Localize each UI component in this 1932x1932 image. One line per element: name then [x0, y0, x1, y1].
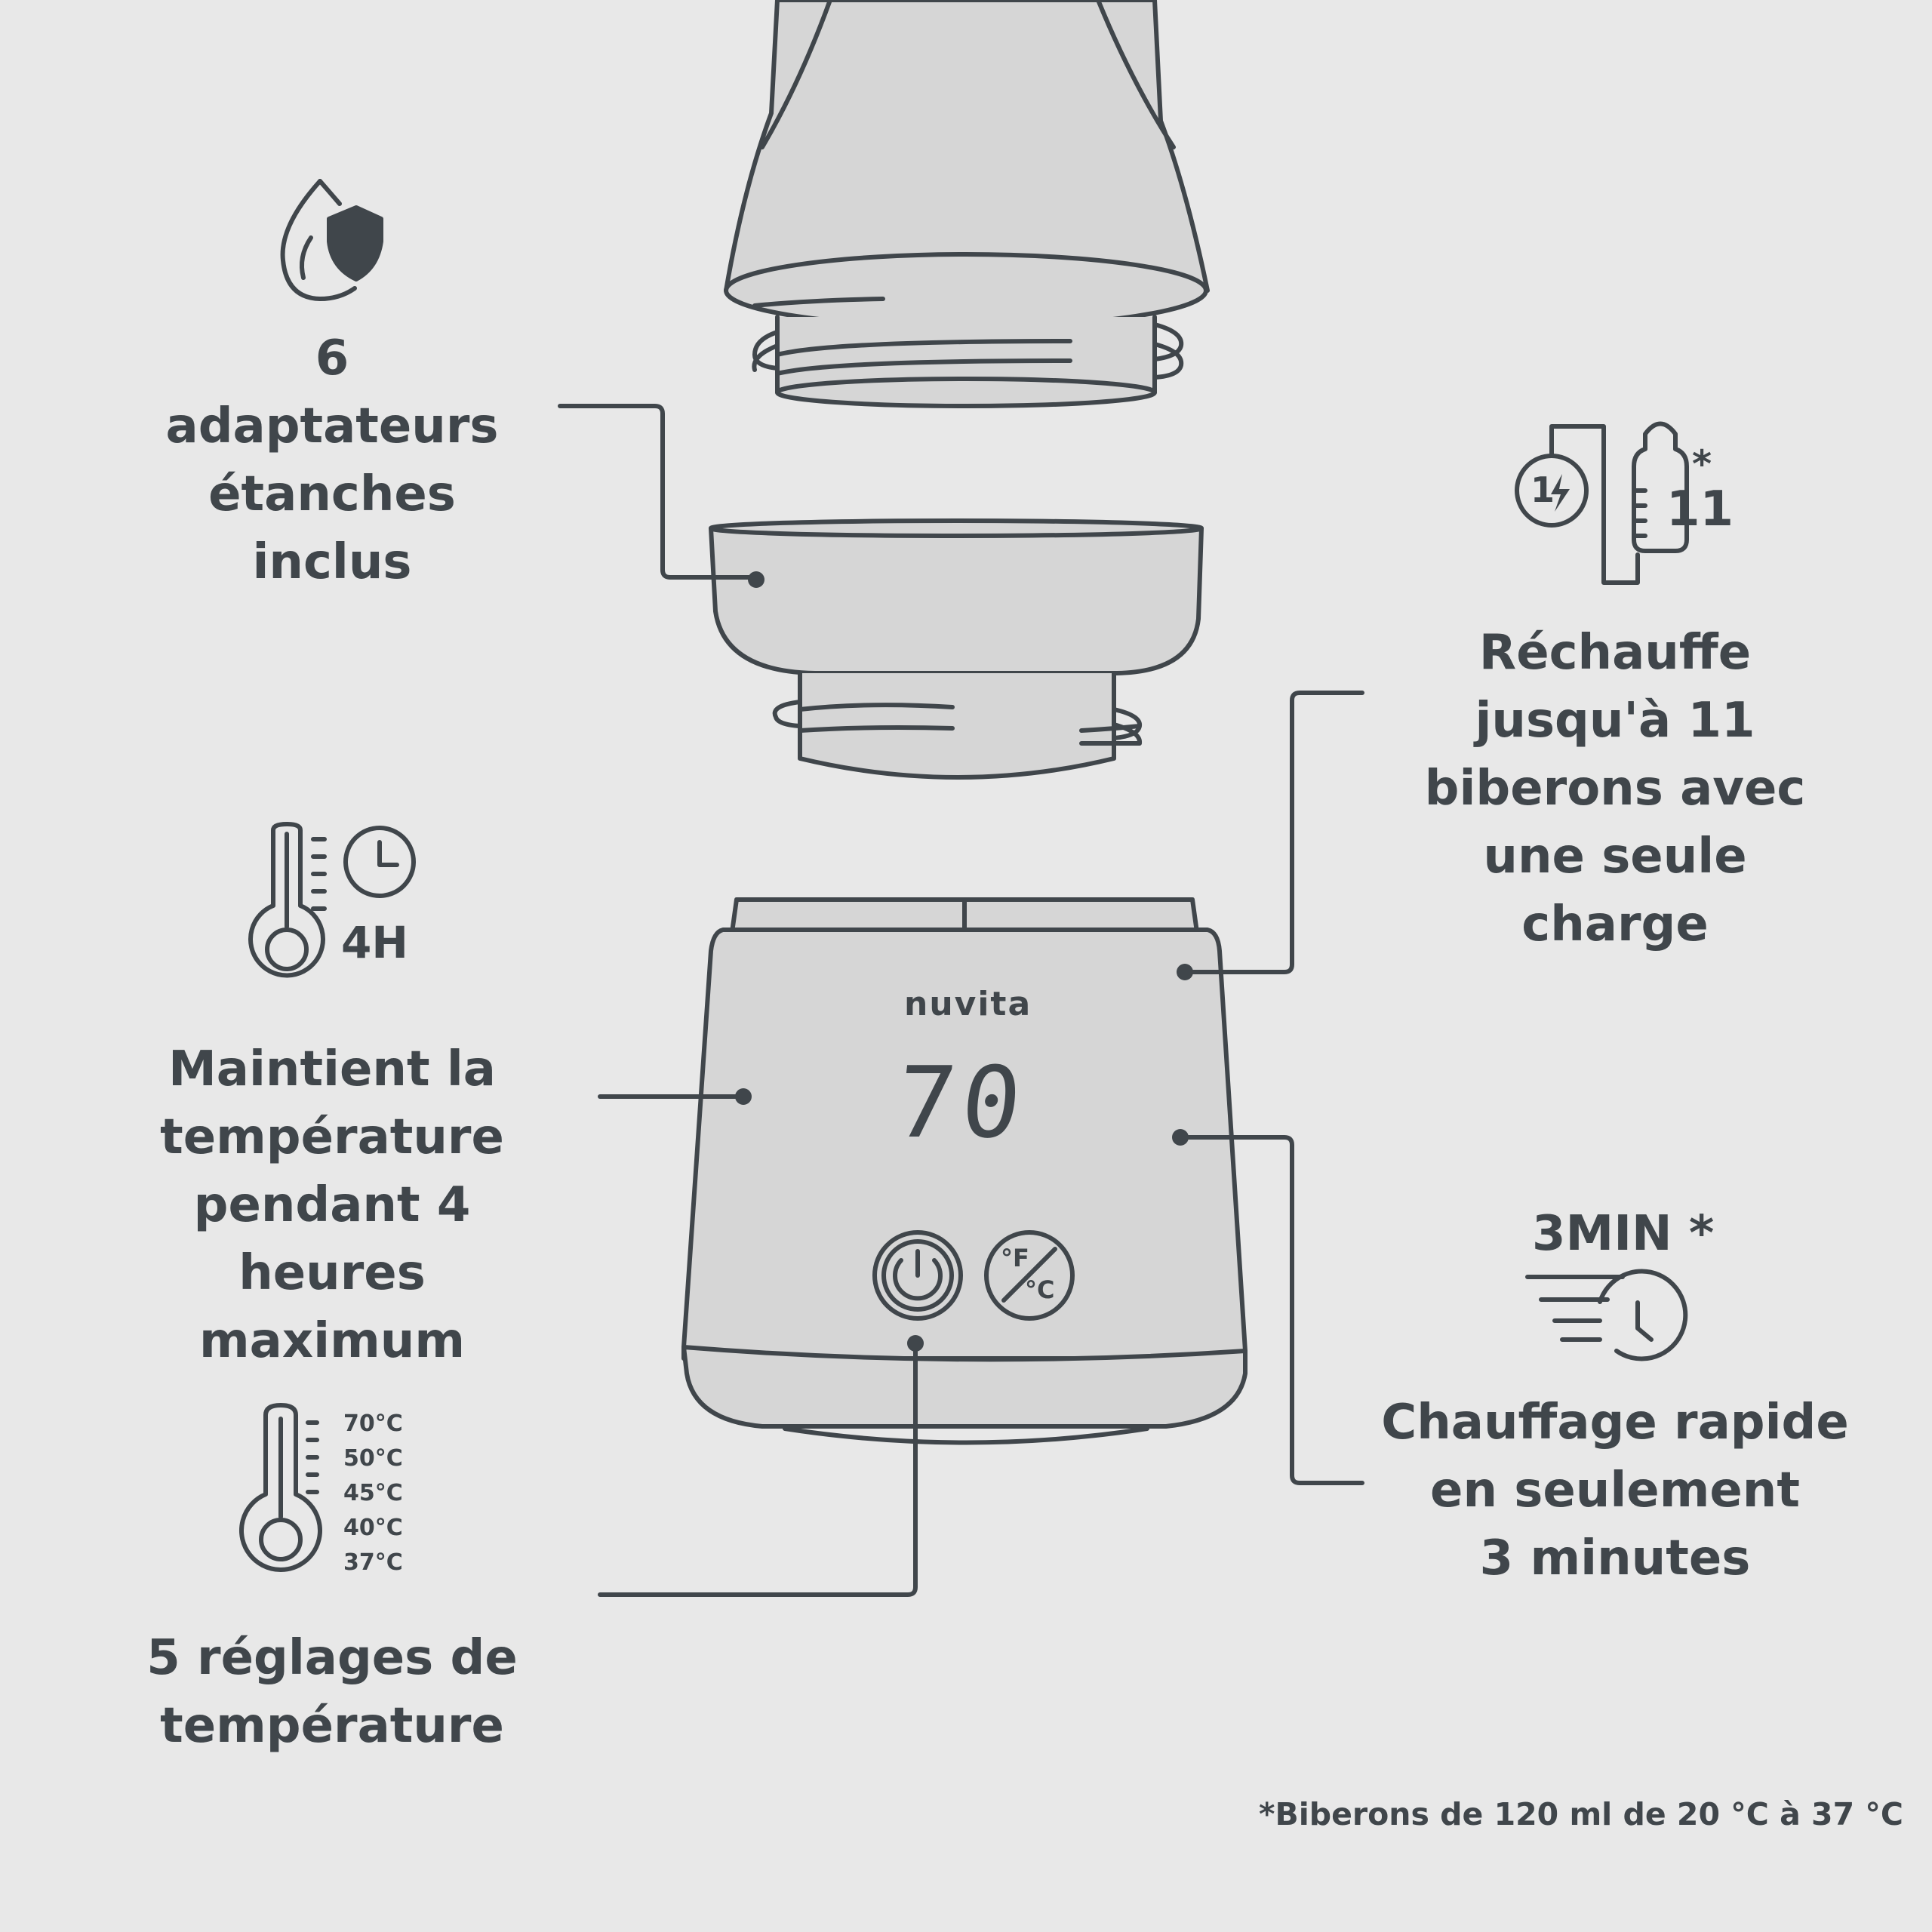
- thermometer-scale-icon: [239, 1403, 322, 1572]
- water-drop-shield-icon: [280, 179, 383, 301]
- feature-line: 3 minutes: [1479, 1531, 1751, 1586]
- bolt-icon: [1551, 474, 1570, 512]
- scale-value: 45°C: [343, 1480, 403, 1506]
- feature-line: maximum: [198, 1313, 466, 1369]
- feature-line: température: [160, 1109, 504, 1165]
- feature-line: pendant 4: [193, 1177, 471, 1233]
- power-button[interactable]: [875, 1232, 961, 1318]
- temperature-display: 70: [891, 1045, 1033, 1160]
- bottle-count-label: 11: [1666, 481, 1734, 537]
- leader-fastheat: [1178, 1135, 1364, 1485]
- unit-button-c[interactable]: °C: [1025, 1275, 1055, 1304]
- thermometer-clock-icon: [248, 822, 416, 978]
- feature-line: température: [160, 1698, 504, 1754]
- brand-logo: nuvita: [904, 985, 1032, 1023]
- feature-fast-heat: Chauffage rapide en seulement 3 minutes: [1366, 1389, 1864, 1592]
- feature-line: Réchauffe: [1478, 625, 1752, 681]
- feature-line: inclus: [252, 534, 412, 590]
- feature-line: 6: [315, 331, 349, 386]
- feature-adapters: 6 adaptateurs étanches inclus: [128, 325, 536, 596]
- warmer-base: [681, 897, 1247, 1445]
- feature-line: charge: [1521, 897, 1709, 952]
- leader-battery: [1183, 691, 1364, 974]
- feature-line: jusqu'à 11: [1475, 693, 1755, 749]
- feature-line: Maintient la: [168, 1041, 496, 1097]
- charge-bottle-icon: [1515, 421, 1689, 585]
- charge-count-label: 1: [1531, 469, 1555, 510]
- scale-value: 50°C: [343, 1445, 403, 1472]
- feature-line: biberons avec: [1424, 761, 1806, 817]
- feature-line: Chauffage rapide: [1381, 1395, 1849, 1451]
- feature-settings: 5 réglages de température: [106, 1624, 558, 1760]
- feature-line: heures: [238, 1245, 426, 1301]
- feature-line: adaptateurs: [165, 398, 499, 454]
- adapter-ring: [709, 518, 1204, 780]
- leader-settings: [598, 1341, 918, 1597]
- scale-value: 70°C: [343, 1411, 403, 1437]
- scale-value: 37°C: [343, 1549, 403, 1576]
- feature-battery: Réchauffe jusqu'à 11 biberons avec une s…: [1381, 619, 1849, 958]
- fast-heat-icon-label: 3MIN *: [1532, 1206, 1715, 1262]
- feature-line: en seulement: [1430, 1463, 1800, 1518]
- leader-adapters: [558, 404, 758, 580]
- feature-line: 5 réglages de: [146, 1630, 518, 1686]
- feature-line: étanches: [208, 466, 456, 522]
- unit-button-f[interactable]: °F: [1001, 1244, 1029, 1272]
- footnote: *Biberons de 120 ml de 20 °C à 37 °C: [1259, 1796, 1903, 1832]
- fast-clock-icon: [1525, 1269, 1688, 1361]
- bottle: [724, 0, 1210, 408]
- keep-warm-icon-label: 4H: [341, 917, 408, 968]
- temperature-scale: 70°C 50°C 45°C 40°C 37°C: [343, 1407, 403, 1580]
- feature-line: une seule: [1483, 829, 1747, 884]
- scale-value: 40°C: [343, 1515, 403, 1541]
- feature-keep-warm: Maintient la température pendant 4 heure…: [121, 1035, 543, 1375]
- bottle-count-asterisk: *: [1692, 442, 1712, 486]
